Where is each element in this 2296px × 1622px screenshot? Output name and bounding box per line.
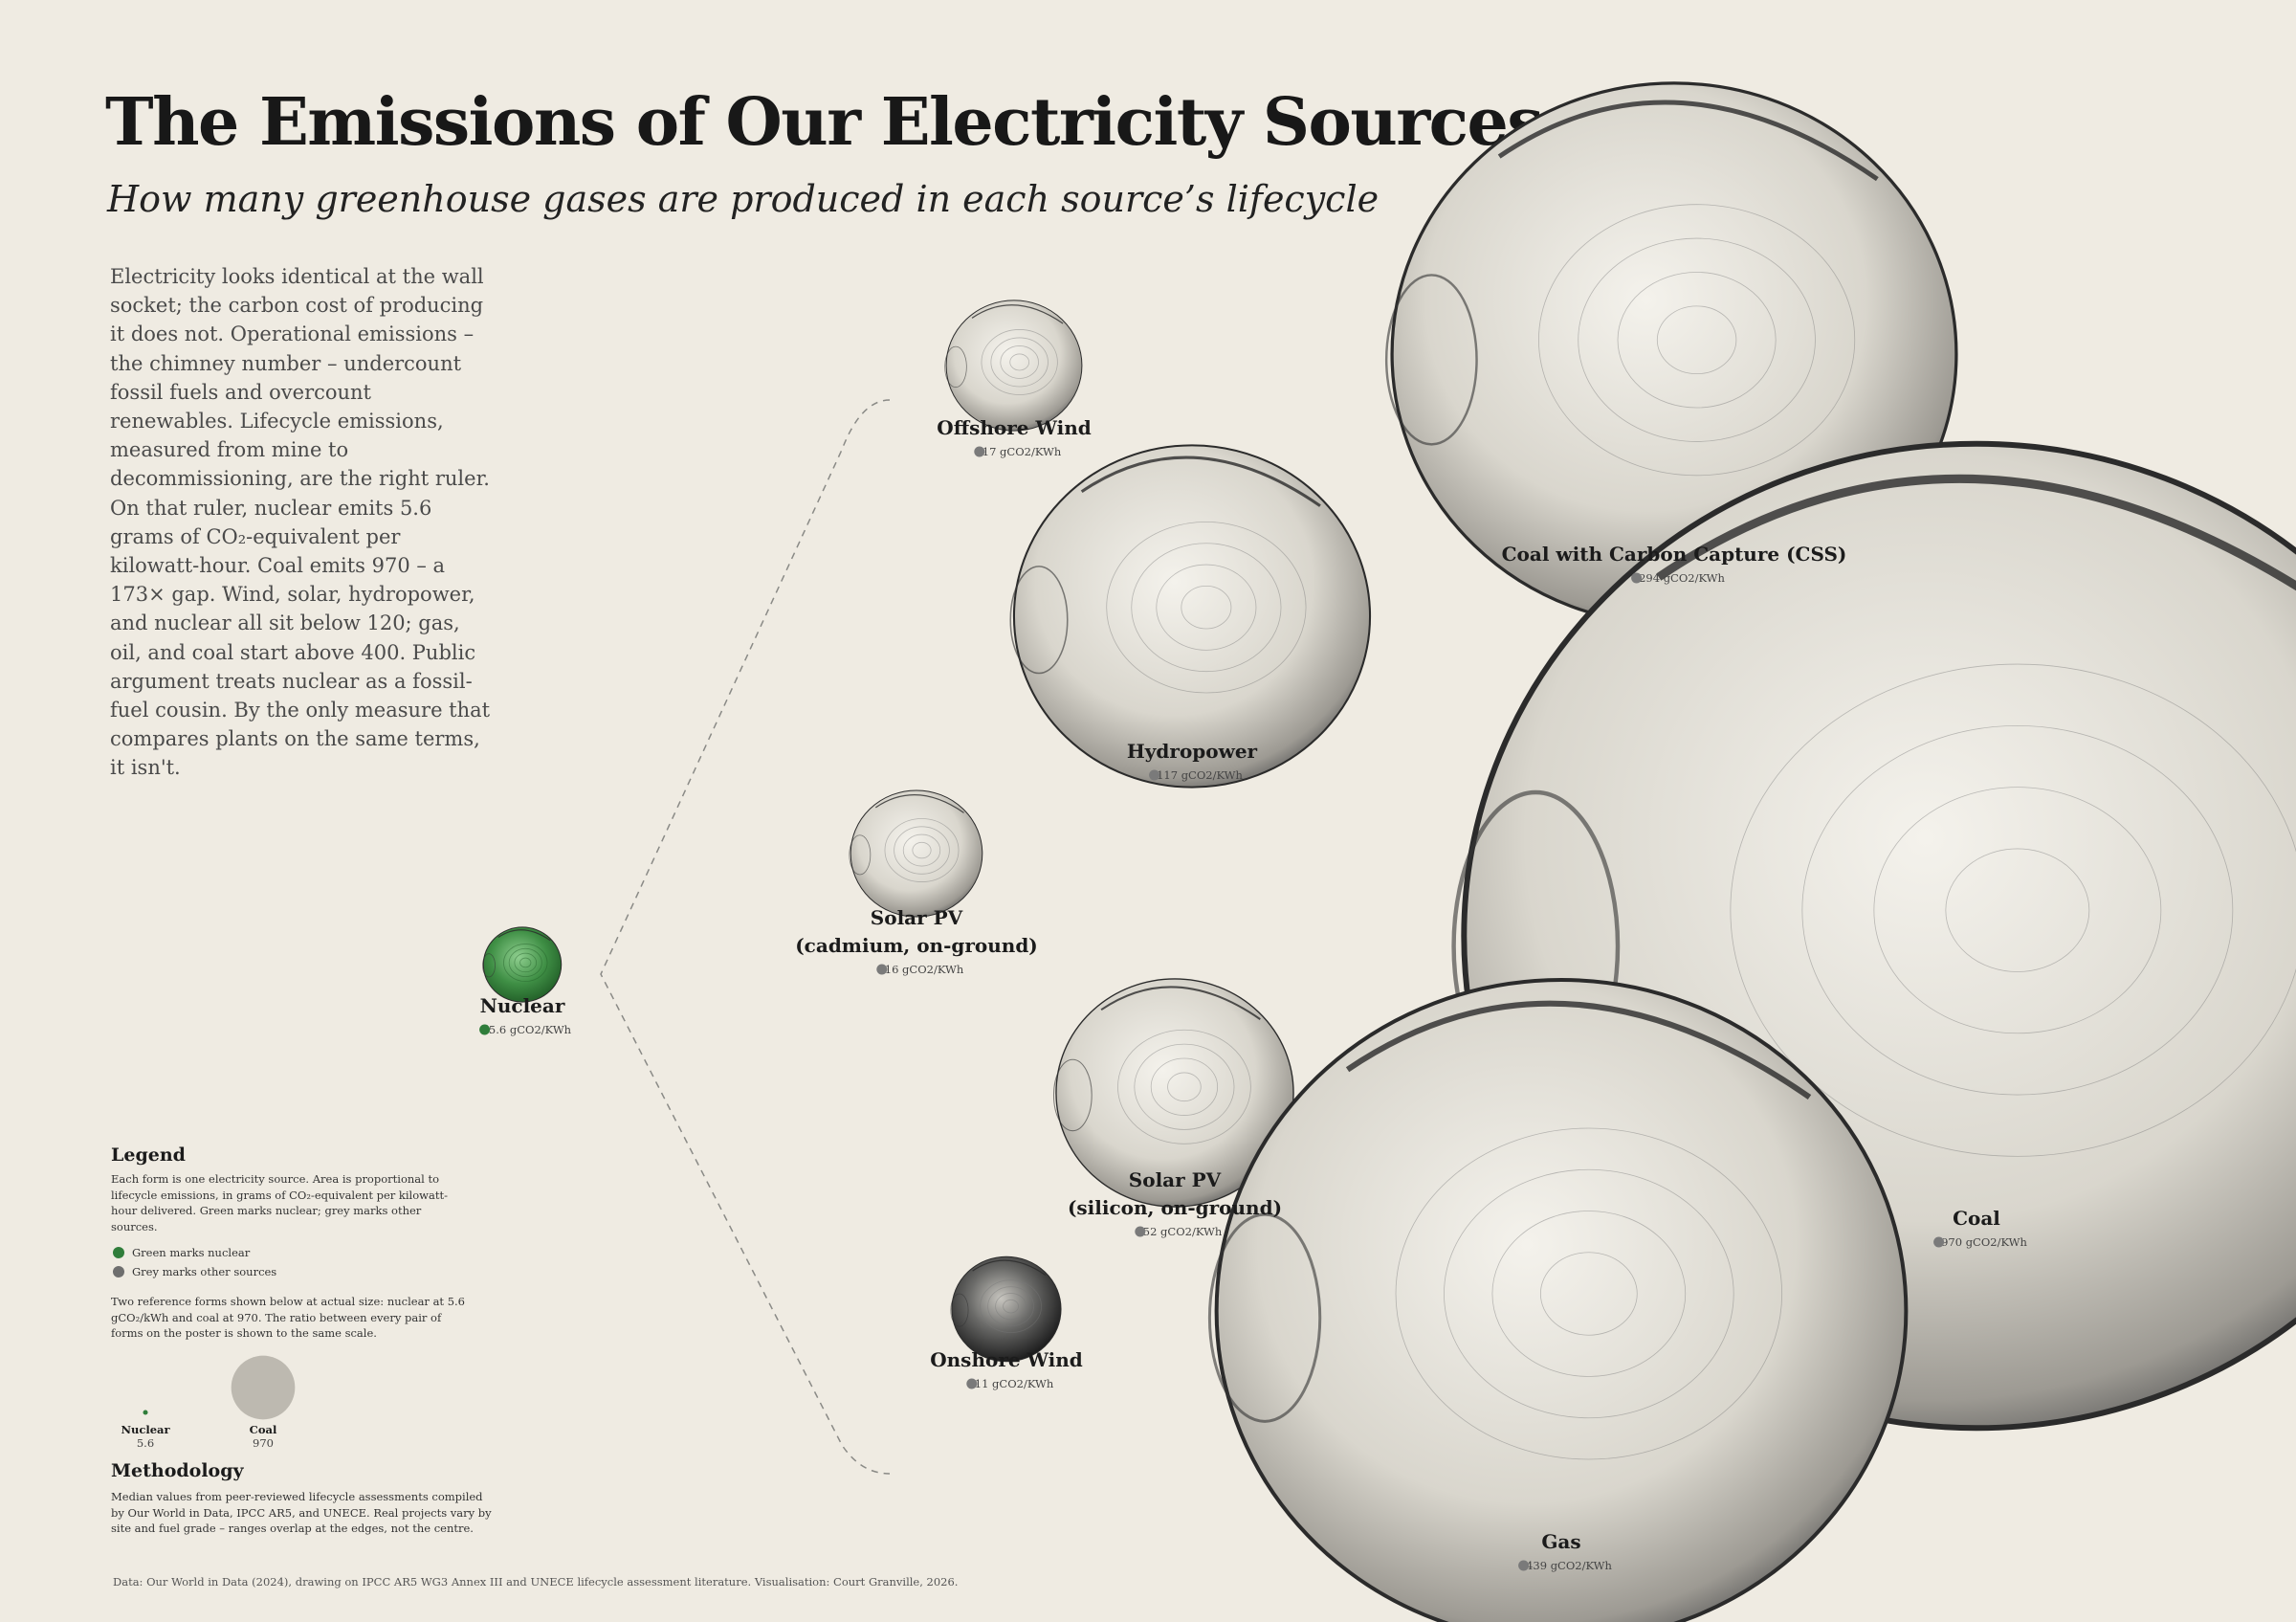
- bubble-solar-pv-cadmium-on-ground: [849, 789, 983, 918]
- series-name: (cadmium, on-ground): [795, 934, 1038, 957]
- bubble-nuclear: [482, 926, 563, 1003]
- intro-paragraph: Electricity looks identical at the wall …: [110, 265, 491, 780]
- bubble-onshore-wind: [950, 1255, 1062, 1363]
- legend-key-label: Grey marks other sources: [132, 1265, 277, 1278]
- grey-dot-icon: [113, 1266, 124, 1278]
- reference-value: 5.6: [137, 1436, 154, 1450]
- labels-layer: Nuclear 5.6 gCO2/KWh Offshore Wind 17 gCO2/…: [479, 416, 2027, 1572]
- value-dot-icon: [974, 446, 985, 457]
- value-label: 11 gCO2/KWh: [975, 1377, 1054, 1390]
- bubble-offshore-wind: [944, 300, 1083, 432]
- series-name: Coal: [1953, 1207, 2000, 1230]
- bubble-hydropower: [1009, 444, 1372, 789]
- value-label: 5.6 gCO2/KWh: [489, 1023, 572, 1036]
- bubble-gas: [1207, 978, 1909, 1622]
- green-dot-icon: [113, 1247, 124, 1258]
- series-name: Hydropower: [1127, 740, 1258, 763]
- legend-key-nuclear: Green marks nuclear: [113, 1246, 250, 1259]
- label-solar-pv-cadmium-on-ground: Solar PV (cadmium, on-ground) 16 gCO2/KWh: [795, 906, 1038, 976]
- label-gas: Gas 439 gCO2/KWh: [1518, 1530, 1612, 1572]
- reference-name: Coal: [250, 1423, 277, 1436]
- value-label: 17 gCO2/KWh: [982, 445, 1062, 458]
- bubbles-layer: [482, 81, 2296, 1622]
- reference-form: [143, 1410, 148, 1415]
- series-name: Onshore Wind: [930, 1348, 1083, 1371]
- value-dot-icon: [479, 1024, 491, 1035]
- methodology-title: Methodology: [111, 1460, 244, 1481]
- series-name: Solar PV: [1129, 1168, 1222, 1191]
- series-name: Offshore Wind: [937, 416, 1091, 439]
- value-dot-icon: [1149, 769, 1160, 781]
- value-label: 970 gCO2/KWh: [1941, 1235, 2027, 1249]
- label-onshore-wind: Onshore Wind 11 gCO2/KWh: [930, 1348, 1083, 1390]
- bubble-solar-pv-silicon-on-ground: [1052, 978, 1294, 1208]
- value-dot-icon: [966, 1378, 978, 1389]
- label-offshore-wind: Offshore Wind 17 gCO2/KWh: [937, 416, 1091, 458]
- label-coal-with-carbon-capture-css: Coal with Carbon Capture (CSS) 294 gCO2/K…: [1502, 543, 1847, 585]
- value-dot-icon: [1135, 1226, 1146, 1237]
- label-nuclear: Nuclear 5.6 gCO2/KWh: [479, 994, 572, 1036]
- value-dot-icon: [1933, 1236, 1945, 1248]
- legend-description: Each form is one electricity source. Are…: [111, 1172, 448, 1233]
- page-title: The Emissions of Our Electricity Sources: [105, 84, 1544, 161]
- series-name: (silicon, on-ground): [1068, 1196, 1282, 1219]
- reference-value: 970: [253, 1436, 274, 1450]
- label-coal: Coal 970 gCO2/KWh: [1933, 1207, 2027, 1249]
- legend-key-other: Grey marks other sources: [113, 1265, 276, 1278]
- legend-key-label: Green marks nuclear: [132, 1246, 251, 1259]
- legend-title: Legend: [111, 1144, 186, 1166]
- label-hydropower: Hydropower 117 gCO2/KWh: [1127, 740, 1258, 782]
- connector-bracket: [600, 399, 891, 1475]
- value-label: 16 gCO2/KWh: [885, 963, 964, 976]
- value-dot-icon: [1518, 1560, 1530, 1571]
- series-name: Nuclear: [480, 994, 565, 1017]
- value-dot-icon: [876, 964, 888, 975]
- series-name: Coal with Carbon Capture (CSS): [1502, 543, 1847, 566]
- value-label: 52 gCO2/KWh: [1143, 1225, 1223, 1238]
- legend-reference-note: Two reference forms shown below at actua…: [111, 1295, 465, 1340]
- reference-form: [231, 1355, 296, 1420]
- series-name: Gas: [1541, 1530, 1580, 1553]
- value-label: 117 gCO2/KWh: [1157, 768, 1243, 782]
- value-label: 294 gCO2/KWh: [1639, 571, 1725, 585]
- value-label: 439 gCO2/KWh: [1526, 1559, 1612, 1572]
- label-solar-pv-silicon-on-ground: Solar PV (silicon, on-ground) 52 gCO2/KWh: [1068, 1168, 1282, 1238]
- series-name: Solar PV: [871, 906, 963, 929]
- reference-name: Nuclear: [121, 1423, 170, 1436]
- methodology-text: Median values from peer-reviewed lifecyc…: [111, 1490, 492, 1535]
- value-dot-icon: [1631, 572, 1643, 584]
- page-subtitle: How many greenhouse gases are produced i…: [107, 178, 1380, 220]
- source-credit: Data: Our World in Data (2024), drawing …: [113, 1575, 959, 1589]
